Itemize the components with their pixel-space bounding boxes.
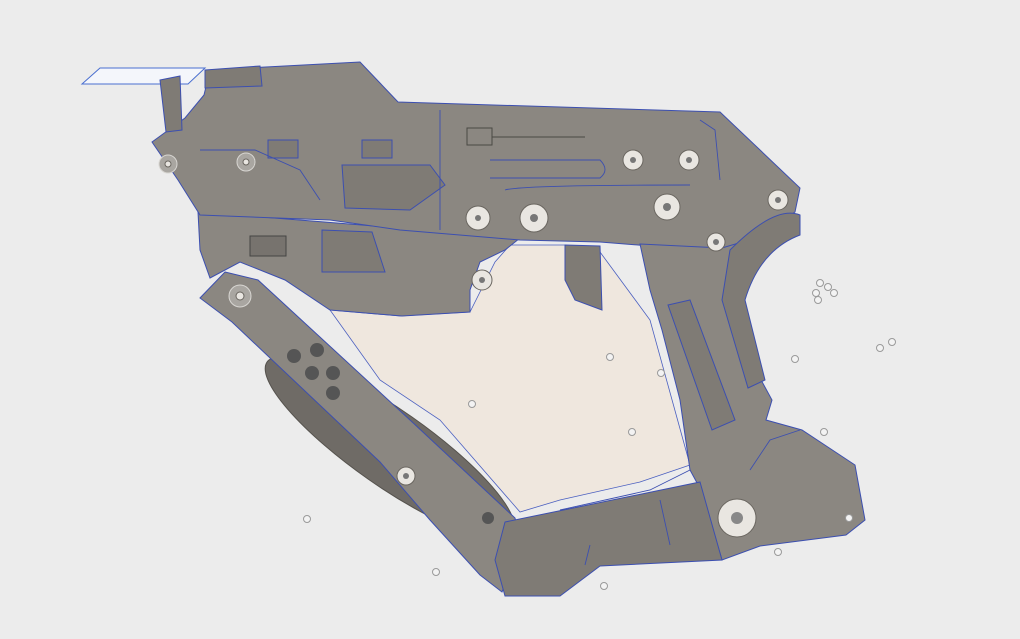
sketch-plane[interactable] <box>80 67 207 85</box>
lower-window <box>321 229 386 273</box>
trigger-guard-curve <box>721 212 801 389</box>
side-plate-2 <box>361 139 393 159</box>
sketch-points[interactable] <box>303 279 896 590</box>
side-plate-1 <box>267 139 299 159</box>
bolt-holes <box>158 149 789 538</box>
small-block <box>249 235 287 257</box>
top-rail <box>204 65 263 89</box>
side-window <box>341 164 446 211</box>
front-blade <box>159 75 183 133</box>
grip-slot <box>667 299 736 431</box>
edge-lines <box>200 110 801 566</box>
diagonal-arm[interactable] <box>199 271 523 593</box>
bottom-bar[interactable] <box>494 481 723 597</box>
trigger[interactable] <box>564 244 603 311</box>
